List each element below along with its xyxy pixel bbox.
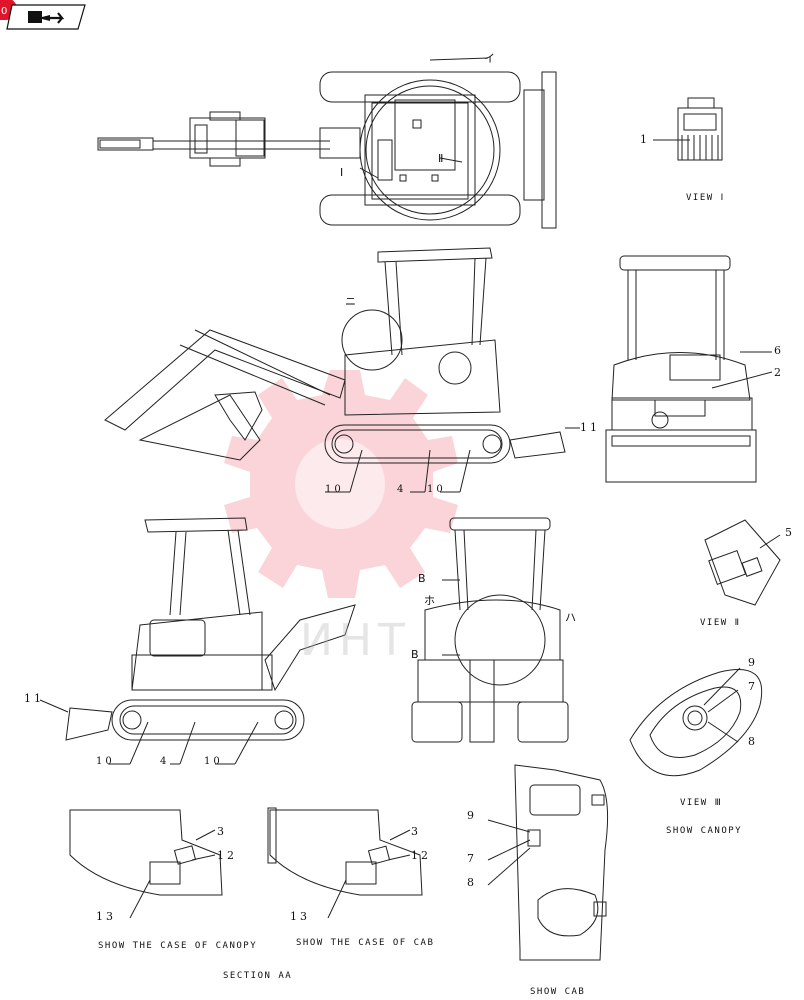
callout-8-cab: 8: [467, 876, 474, 889]
callout-10-lower-right: 10: [204, 756, 223, 767]
view3-detail: [629, 667, 763, 777]
ref-ha: ハ: [565, 611, 576, 624]
callout-8-view3: 8: [748, 735, 755, 748]
view1-label: VIEW Ⅰ: [686, 193, 725, 203]
ref-i: イ: [484, 52, 495, 65]
view2-label: VIEW Ⅱ: [700, 618, 741, 628]
ref-ho: ホ: [424, 594, 435, 607]
rear-view-upper: [605, 255, 773, 483]
section-aa-canopy: [69, 809, 223, 919]
callout-7-view3: 7: [748, 680, 755, 693]
ref-ni: ニ: [345, 295, 356, 308]
show-cab-panel: [487, 764, 609, 961]
ref-view1-arrow: Ⅰ: [340, 166, 344, 179]
callout-2: 2: [774, 366, 781, 379]
callout-4-top: 4: [397, 484, 404, 495]
callout-4-lower: 4: [160, 756, 167, 767]
side-view-lower: [65, 517, 356, 741]
callout-10-lower-left: 10: [96, 756, 115, 767]
callout-7-cab: 7: [467, 852, 474, 865]
flag-arrow-icon[interactable]: [6, 4, 86, 30]
show-canopy-case-label: SHOW THE CASE OF CANOPY: [98, 941, 258, 951]
side-view-upper: [104, 247, 580, 464]
show-cab-label: SHOW CAB: [530, 987, 586, 997]
callout-11-top: 11: [580, 421, 600, 434]
callout-3-canopy: 3: [217, 825, 224, 838]
section-aa-label: SECTION AA: [223, 971, 293, 981]
callout-10-top-left: 10: [325, 484, 344, 495]
show-canopy-label: SHOW CANOPY: [666, 826, 743, 836]
show-cab-case-label: SHOW THE CASE OF CAB: [296, 938, 435, 948]
view1-detail: [653, 97, 723, 161]
callout-5: 5: [785, 526, 792, 539]
callout-9-view3: 9: [748, 656, 755, 669]
view3-label: VIEW Ⅲ: [680, 798, 723, 808]
callout-6: 6: [774, 344, 781, 357]
callout-11-lower: 11: [24, 692, 44, 705]
ref-b-top: B: [418, 572, 426, 585]
callout-9-cab: 9: [467, 809, 474, 822]
callout-1: 1: [640, 133, 647, 146]
watermark-text: ИНТ: [300, 615, 411, 666]
section-aa-cab: [267, 807, 423, 919]
callout-10-top-right: 10: [427, 484, 446, 495]
ref-b-bottom: B: [411, 648, 419, 661]
callout-leaders: [39, 449, 471, 765]
watermark-gear-inner: [295, 439, 385, 529]
callout-13-cab: 13: [290, 910, 310, 923]
view2-detail: [704, 519, 781, 606]
ref-view2-arrow: Ⅱ: [438, 152, 444, 165]
callout-3-cab: 3: [411, 825, 418, 838]
callout-12-canopy: 12: [217, 849, 237, 862]
top-plan-view: [97, 57, 557, 229]
rear-view-lower: [411, 517, 569, 743]
svg-text:0: 0: [1, 6, 7, 17]
callout-13-canopy: 13: [96, 910, 116, 923]
callout-12-cab: 12: [411, 849, 431, 862]
